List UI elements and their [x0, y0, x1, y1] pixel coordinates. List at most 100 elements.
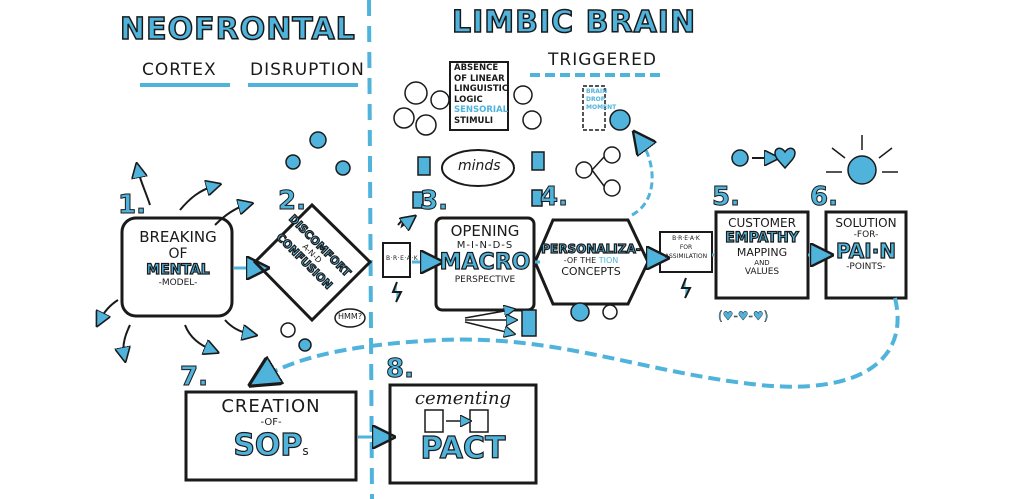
step6-number: 6.: [810, 182, 839, 213]
step7-line-3: SOP: [233, 427, 303, 463]
person-icon-1: [575, 161, 593, 179]
step1-ray-3: [214, 205, 246, 226]
step6-line-3: PAI·N: [835, 239, 897, 263]
break2-line-3: ASSIMILATION: [664, 253, 708, 260]
fan-ray-1: [464, 310, 510, 319]
step6-text: SOLUTION -FOR- PAI·N -POINTS-: [826, 216, 906, 272]
step7-text: CREATION -OF- SOPs: [186, 396, 356, 464]
absence-line-4: LOGIC: [454, 94, 483, 105]
absence-note-box: [449, 61, 509, 131]
face-icon-2: [285, 154, 301, 170]
neofrontal-title: NEOFRONTAL: [119, 11, 356, 48]
step3-line-2: M-I-N-D-S: [456, 240, 514, 251]
face-icon-4: [280, 322, 296, 338]
step4-text: PERSONALIZA- -OF THE TION CONCEPTS: [535, 241, 647, 278]
step7-line-1: CREATION: [221, 396, 321, 417]
step3-line-1: OPENING: [450, 222, 520, 240]
minds-label: minds: [458, 158, 501, 174]
brain-drop-box: [582, 85, 606, 131]
step5-text: CUSTOMER EMPATHY MAPPING AND VALUES: [716, 216, 808, 277]
step7-number: 7.: [180, 362, 209, 393]
step1-line-3: MENTAL: [146, 261, 211, 278]
step6-line-2: -FOR-: [853, 230, 879, 240]
step8-box: [388, 383, 538, 485]
brace-left-2: [412, 191, 424, 209]
break1-bolt: [391, 281, 403, 303]
step5-number: 5.: [712, 182, 741, 213]
step1-ray-6: [224, 319, 250, 334]
cortex-label: CORTEX: [142, 60, 217, 80]
sense-icon-6: [522, 110, 542, 130]
net-line-1: [591, 156, 605, 171]
hmm-bubble: [334, 308, 366, 328]
step1-ray-7: [100, 299, 119, 320]
break1-bolt-top: [397, 218, 410, 226]
return-curve: [262, 297, 900, 389]
bulb-ray-3: [878, 147, 893, 159]
doc-icon-1: [424, 409, 444, 433]
step8-text: cementing PACT: [390, 388, 536, 467]
step3-line-3: MACRO: [439, 250, 531, 275]
disruption-label: DISRUPTION: [250, 60, 365, 80]
minds-cloud: [441, 149, 515, 187]
lightbulb-icon: [847, 155, 877, 185]
step1-box: [120, 216, 234, 318]
step8-number: 8.: [386, 354, 415, 385]
step6-line-4: -POINTS-: [846, 262, 886, 272]
break2-line-1: B·R·E·A·K: [672, 235, 700, 242]
step5-line-1: CUSTOMER: [728, 216, 796, 230]
sense-icon-2: [393, 107, 415, 129]
sense-icon-3: [415, 114, 437, 136]
brace-right-2: [531, 189, 543, 207]
step1-ray-5: [184, 324, 212, 350]
step1-ray-1: [138, 170, 151, 206]
absence-line-6: STIMULI: [454, 115, 494, 126]
brain-drop-line-3: MOMENT: [586, 104, 617, 111]
step5-line-5: VALUES: [744, 267, 780, 277]
step1-line-4: -MODEL-: [158, 278, 198, 288]
bulb-ray-2: [831, 147, 846, 159]
step1-line-1: BREAKING: [139, 228, 217, 246]
brace-right-1: [531, 151, 545, 171]
step2-diamond: [252, 202, 373, 323]
break1-box: [382, 242, 411, 278]
step5-line-2: EMPATHY: [725, 229, 800, 246]
step7-line-2: -OF-: [260, 417, 282, 428]
brain-drop-label: BRAIN DROP MOMENT: [586, 88, 616, 112]
step7-box: [184, 390, 358, 482]
absence-note: ABSENCE OF LINEAR LINGUISTIC LOGIC SENSO…: [454, 63, 508, 126]
person-icon-5: [602, 304, 618, 320]
heart-icon: [774, 147, 796, 170]
brain-drop-line-2: DROP: [586, 96, 606, 103]
customer-icon: [731, 149, 749, 167]
person-icon-4: [609, 109, 631, 131]
hmm-text: HMM?: [338, 312, 363, 321]
brain-drop-line-1: BRAIN: [586, 88, 608, 95]
divider-line: [367, 0, 374, 499]
sense-icon-5: [513, 85, 533, 105]
step8-line-2: PACT: [420, 430, 506, 466]
step8-line-1: cementing: [414, 388, 512, 409]
step2-number: 2.: [278, 186, 307, 217]
absence-line-5: SENSORIAL: [454, 105, 509, 115]
person-icon-3: [603, 179, 621, 197]
step4-line-3: TION: [598, 256, 619, 265]
step4-line-4: CONCEPTS: [561, 265, 621, 278]
step3-text: OPENING M-I-N-D-S MACRO PERSPECTIVE: [436, 222, 534, 285]
absence-line-2: OF LINEAR: [454, 73, 505, 84]
sense-icon-4: [430, 90, 450, 110]
step7-line-4: s: [302, 444, 309, 458]
limbic-title: LIMBIC BRAIN: [451, 4, 697, 41]
step5-line-3: MAPPING: [736, 246, 788, 259]
gear-icon: [570, 302, 590, 322]
step1-line-2: OF: [168, 246, 188, 262]
fan-ray-3: [464, 321, 510, 333]
triggered-label: TRIGGERED: [548, 50, 657, 70]
step5-line-4: AND: [754, 259, 770, 267]
absence-line-3: LINGUISTIC: [454, 84, 509, 94]
step4-line-2: -OF THE: [563, 256, 597, 265]
brace-left-1: [417, 156, 431, 176]
face-icon-5: [298, 338, 312, 352]
hearts-row: (♥-♥-♥): [718, 309, 768, 323]
